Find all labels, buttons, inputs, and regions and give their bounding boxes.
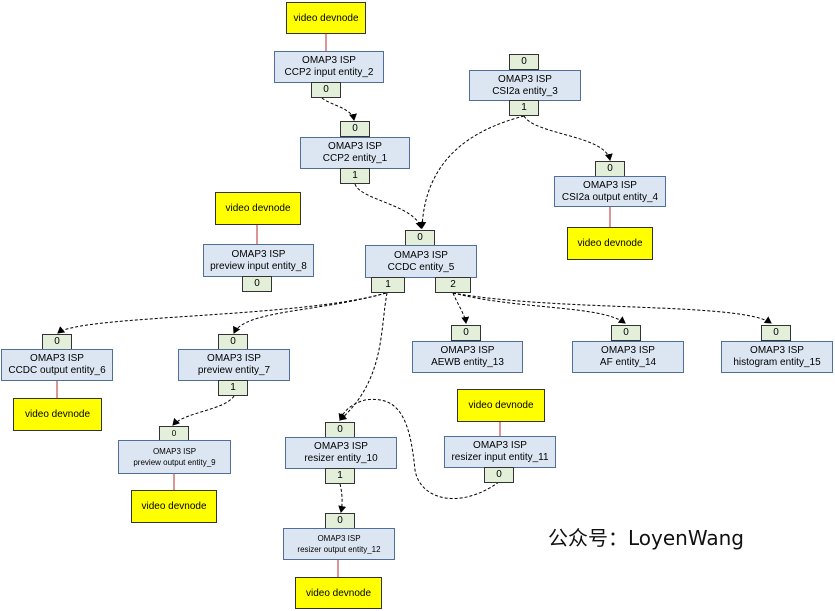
pad-ccdc-0[interactable]: 0: [405, 230, 435, 246]
pad-preview-0[interactable]: 0: [218, 334, 248, 350]
pad-ccp2-1[interactable]: 1: [340, 168, 370, 184]
video-devnode-csi2a: video devnode: [567, 227, 653, 260]
pad-preview-1[interactable]: 1: [218, 380, 248, 396]
entity-title: OMAP3 ISP: [583, 179, 637, 191]
pad-ccp2-0[interactable]: 0: [340, 121, 370, 137]
entity-title: OMAP3 ISP: [152, 447, 197, 456]
pad-resizer-output-0[interactable]: 0: [325, 513, 355, 529]
entity-csi2a-output[interactable]: OMAP3 ISP CSI2a output entity_4: [554, 176, 666, 207]
video-devnode-resizer-input: video devnode: [457, 389, 545, 422]
entity-ccdc[interactable]: OMAP3 ISP CCDC entity_5: [365, 245, 477, 278]
entity-label: CSI2a output entity_4: [561, 191, 659, 203]
pad-preview-input-0[interactable]: 0: [242, 276, 272, 292]
pad-links: [57, 97, 772, 513]
pad-ccdc-1[interactable]: 1: [371, 277, 405, 293]
pad-csi2a-1[interactable]: 1: [509, 100, 539, 116]
pad-histogram-0[interactable]: 0: [761, 325, 791, 341]
entity-label: CCDC entity_5: [387, 261, 455, 273]
video-devnode-preview-output: video devnode: [131, 490, 217, 523]
pad-af-0[interactable]: 0: [611, 325, 641, 341]
pad-resizer-0[interactable]: 0: [325, 422, 355, 438]
pad-csi2a-output-0[interactable]: 0: [595, 161, 625, 177]
entity-title: OMAP3 ISP: [328, 141, 382, 152]
entity-title: OMAP3 ISP: [750, 345, 804, 356]
pad-aewb-0[interactable]: 0: [451, 325, 481, 341]
entity-label: histogram entity_15: [733, 357, 821, 368]
pad-resizer-input-0[interactable]: 0: [484, 467, 514, 483]
entity-ccp2[interactable]: OMAP3 ISP CCP2 entity_1: [300, 137, 410, 169]
entity-title: OMAP3 ISP: [317, 534, 361, 543]
entity-title: OMAP3 ISP: [473, 440, 527, 451]
watermark-text: 公众号：LoyenWang: [548, 526, 744, 550]
video-devnode-ccdc-output: video devnode: [13, 398, 102, 431]
entity-aewb[interactable]: OMAP3 ISP AEWB entity_13: [412, 341, 523, 373]
entity-preview-output[interactable]: OMAP3 ISP preview output entity_9: [118, 440, 231, 474]
entity-label: CSI2a entity_3: [492, 85, 558, 97]
entity-label: CCP2 input entity_2: [284, 67, 374, 78]
video-devnode-resizer-output: video devnode: [295, 577, 382, 609]
entity-label: AEWB entity_13: [431, 357, 504, 368]
entity-title: OMAP3 ISP: [498, 73, 552, 85]
entity-title: OMAP3 ISP: [601, 345, 655, 356]
video-devnode-ccp2: video devnode: [286, 2, 366, 34]
entity-title: OMAP3 ISP: [30, 353, 84, 364]
entity-resizer-output[interactable]: OMAP3 ISP resizer output entity_12: [283, 528, 395, 560]
entity-label: resizer entity_10: [304, 453, 378, 464]
pad-preview-output-0[interactable]: 0: [159, 426, 189, 441]
devnode-links: [56, 34, 611, 577]
entity-label: preview entity_7: [197, 365, 271, 376]
video-devnode-preview-input: video devnode: [215, 192, 301, 225]
entity-label: CCDC output entity_6: [8, 365, 106, 376]
entity-histogram[interactable]: OMAP3 ISP histogram entity_15: [721, 341, 833, 373]
entity-resizer[interactable]: OMAP3 ISP resizer entity_10: [285, 437, 397, 469]
pad-ccdc-2[interactable]: 2: [435, 277, 471, 293]
entity-title: OMAP3 ISP: [302, 55, 356, 66]
entity-label: preview output entity_9: [133, 458, 216, 467]
entity-preview[interactable]: OMAP3 ISP preview entity_7: [178, 349, 290, 381]
entity-label: CCP2 entity_1: [322, 153, 388, 164]
entity-title: OMAP3 ISP: [207, 353, 261, 364]
entity-resizer-input[interactable]: OMAP3 ISP resizer input entity_11: [444, 436, 556, 468]
entity-af[interactable]: OMAP3 ISP AF entity_14: [572, 341, 684, 373]
entity-title: OMAP3 ISP: [440, 345, 495, 356]
entity-ccp2-input[interactable]: OMAP3 ISP CCP2 input entity_2: [274, 51, 384, 83]
entity-title: OMAP3 ISP: [231, 248, 286, 260]
entity-csi2a[interactable]: OMAP3 ISP CSI2a entity_3: [469, 70, 581, 101]
entity-label: preview input entity_8: [210, 260, 307, 272]
pad-ccdc-output-0[interactable]: 0: [42, 334, 72, 350]
entity-title: OMAP3 ISP: [394, 249, 448, 261]
entity-preview-input[interactable]: OMAP3 ISP preview input entity_8: [203, 244, 314, 277]
pad-ccp2-input-0[interactable]: 0: [311, 82, 341, 98]
entity-label: resizer input entity_11: [451, 452, 549, 463]
entity-label: resizer output entity_12: [297, 545, 381, 554]
pad-csi2a-0[interactable]: 0: [509, 54, 539, 70]
pad-resizer-1[interactable]: 1: [325, 468, 355, 484]
entity-ccdc-output[interactable]: OMAP3 ISP CCDC output entity_6: [1, 349, 113, 381]
entity-label: AF entity_14: [599, 357, 657, 368]
entity-title: OMAP3 ISP: [314, 441, 368, 452]
